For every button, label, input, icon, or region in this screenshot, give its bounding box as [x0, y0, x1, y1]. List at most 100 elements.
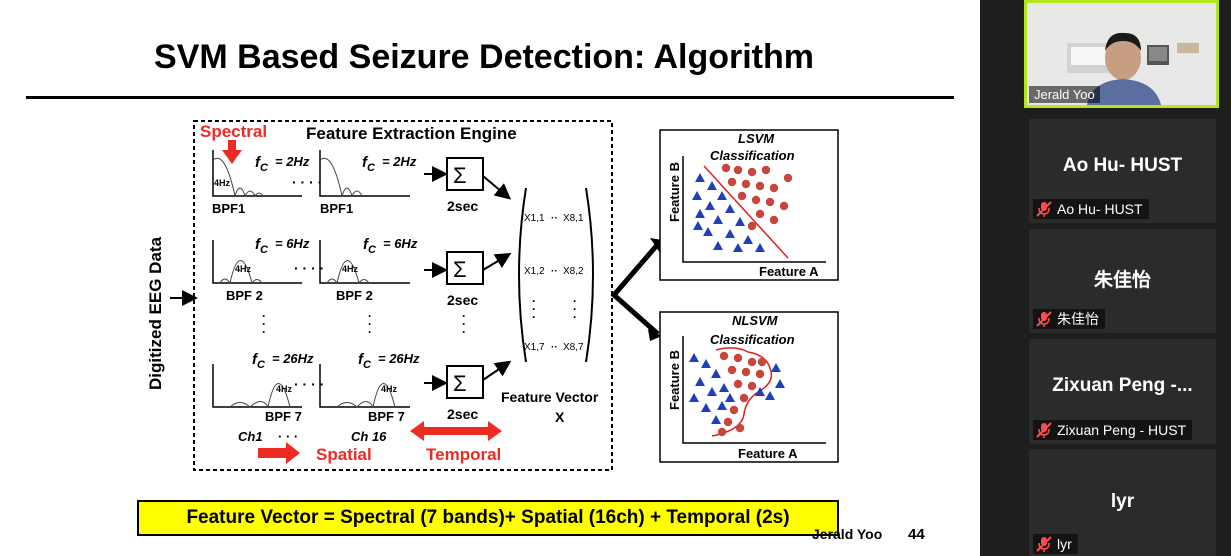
lsvm-plot: LSVM Classification Feature A Feature B	[659, 129, 839, 281]
class-triangle-marker	[771, 363, 781, 372]
channel-last-label: Ch 16	[351, 429, 387, 444]
bpf-label: BPF 2	[226, 288, 263, 303]
class-dot-marker	[741, 367, 751, 377]
filter-plot-axes	[319, 240, 410, 284]
matrix-cell: X1,2	[524, 266, 545, 277]
participant-tile[interactable]: 朱佳怡 朱佳怡	[1029, 229, 1216, 333]
filter-response-curve	[336, 383, 396, 409]
muted-microphone-icon	[1036, 422, 1052, 438]
class-dot-marker	[757, 357, 767, 367]
fc-symbol: fC	[362, 154, 376, 174]
bandwidth-label: 4Hz	[342, 264, 359, 274]
input-label: Digitized EEG Data	[146, 236, 165, 390]
bandwidth-label: 4Hz	[276, 384, 293, 394]
sum-block	[446, 365, 484, 399]
bpf-label: BPF1	[320, 201, 353, 216]
muted-microphone-icon	[1036, 311, 1052, 327]
speaker-video-frame	[1027, 3, 1216, 105]
class-triangle-marker	[713, 215, 723, 224]
bpf-label: BPF 7	[368, 409, 405, 424]
bandwidth-label: 4Hz	[214, 178, 231, 188]
arrowhead-up	[650, 238, 662, 253]
filter-plot-axes	[212, 364, 302, 408]
arrowhead-down	[648, 329, 662, 341]
participant-name-tag: lyr	[1033, 534, 1078, 554]
plot-axes	[682, 156, 826, 263]
class-dot-marker	[721, 163, 731, 173]
class-dot-marker	[783, 173, 793, 183]
participant-tile[interactable]: lyr lyr	[1029, 449, 1216, 556]
class-dot-marker	[719, 351, 729, 361]
fc-value: = 2Hz	[275, 154, 310, 169]
plot-axes	[682, 336, 826, 444]
spatial-arrow	[258, 442, 300, 464]
class-triangle-marker	[711, 415, 721, 424]
class-triangle-marker	[707, 387, 717, 396]
class-triangle-marker	[775, 379, 785, 388]
fc-symbol: fC	[363, 236, 377, 256]
sigma-icon: Σ	[453, 371, 467, 396]
class-dot-marker	[727, 365, 737, 375]
fc-value: = 6Hz	[383, 236, 418, 251]
filter-response-curve	[212, 157, 264, 198]
class-triangle-marker	[695, 377, 705, 386]
sigma-icon: Σ	[453, 163, 467, 188]
spectral-arrow	[222, 140, 242, 164]
filter-row-3: 4Hz fC = 26Hz BPF 7 · · · · 4Hz fC = 26H…	[212, 351, 420, 424]
participant-tile[interactable]: Zixuan Peng -... Zixuan Peng - HUST	[1029, 339, 1216, 444]
class-dot-marker	[737, 191, 747, 201]
participant-name-tag: 朱佳怡	[1033, 309, 1105, 329]
participant-tile[interactable]: Ao Hu- HUST Ao Hu- HUST	[1029, 119, 1216, 223]
presentation-slide: SVM Based Seizure Detection: Algorithm D…	[0, 0, 980, 556]
vertical-ellipsis: ·	[262, 325, 266, 339]
matrix-cell: X8,7	[563, 342, 584, 353]
class-dot-marker	[735, 423, 745, 433]
fc-value: = 6Hz	[275, 236, 310, 251]
class-triangle-marker	[735, 217, 745, 226]
filter-plot-axes	[212, 240, 302, 284]
class-dot-marker	[717, 427, 727, 437]
class-triangle-marker	[689, 353, 699, 362]
matrix-vertical-ellipsis: ·	[573, 302, 577, 316]
integrator-2: Σ 2sec	[424, 251, 512, 308]
decision-boundary-curve	[711, 347, 773, 437]
vertical-ellipsis: ·	[262, 309, 266, 323]
class-triangle-marker	[743, 235, 753, 244]
nlsvm-plot: NLSVM Classification Feature A Feature B	[659, 311, 839, 463]
y-axis-label: Feature B	[667, 162, 682, 222]
classifier-split-arrow	[610, 242, 660, 336]
matrix-right-bracket	[585, 187, 594, 363]
matrix-vertical-ellipsis: ·	[532, 310, 536, 324]
integrator-output-arrow	[482, 360, 512, 381]
class-triangle-marker	[755, 243, 765, 252]
integrator-output-arrow	[482, 175, 512, 200]
active-speaker-video-tile[interactable]: Jerald Yoo	[1024, 0, 1219, 108]
ellipsis: · · · ·	[294, 376, 324, 392]
channel-first-label: Ch1	[238, 429, 263, 444]
participant-name-tag: Ao Hu- HUST	[1033, 199, 1149, 219]
class-dot-marker	[765, 197, 775, 207]
filter-response-curve	[319, 157, 363, 198]
feature-vector-symbol: X	[555, 409, 565, 425]
matrix-cell-ellipsis: ··	[551, 342, 558, 353]
class-dot-marker	[751, 195, 761, 205]
matrix-vertical-ellipsis: ·	[532, 302, 536, 316]
channel-ellipsis: · · ·	[278, 429, 298, 444]
class-triangle-marker	[711, 369, 721, 378]
participant-tag-label: Zixuan Peng - HUST	[1057, 422, 1187, 438]
class-dot-marker	[733, 165, 743, 175]
participant-tag-label: 朱佳怡	[1057, 311, 1099, 327]
plot-subtitle: Classification	[710, 332, 795, 347]
class-triangle-marker	[705, 201, 715, 210]
vertical-ellipsis: ·	[368, 317, 372, 331]
participant-display-name: lyr	[1110, 491, 1135, 512]
class-dot-marker	[747, 221, 757, 231]
filter-response-curve	[326, 260, 370, 285]
class-triangle-marker	[717, 191, 727, 200]
x-axis-label: Feature A	[759, 264, 819, 279]
class-dot-marker	[727, 177, 737, 187]
lsvm-data-points	[692, 163, 793, 252]
filter-response-curve	[219, 260, 263, 285]
slide-title: SVM Based Seizure Detection: Algorithm	[154, 38, 814, 76]
speaker-name-tag: Jerald Yoo	[1029, 86, 1100, 103]
